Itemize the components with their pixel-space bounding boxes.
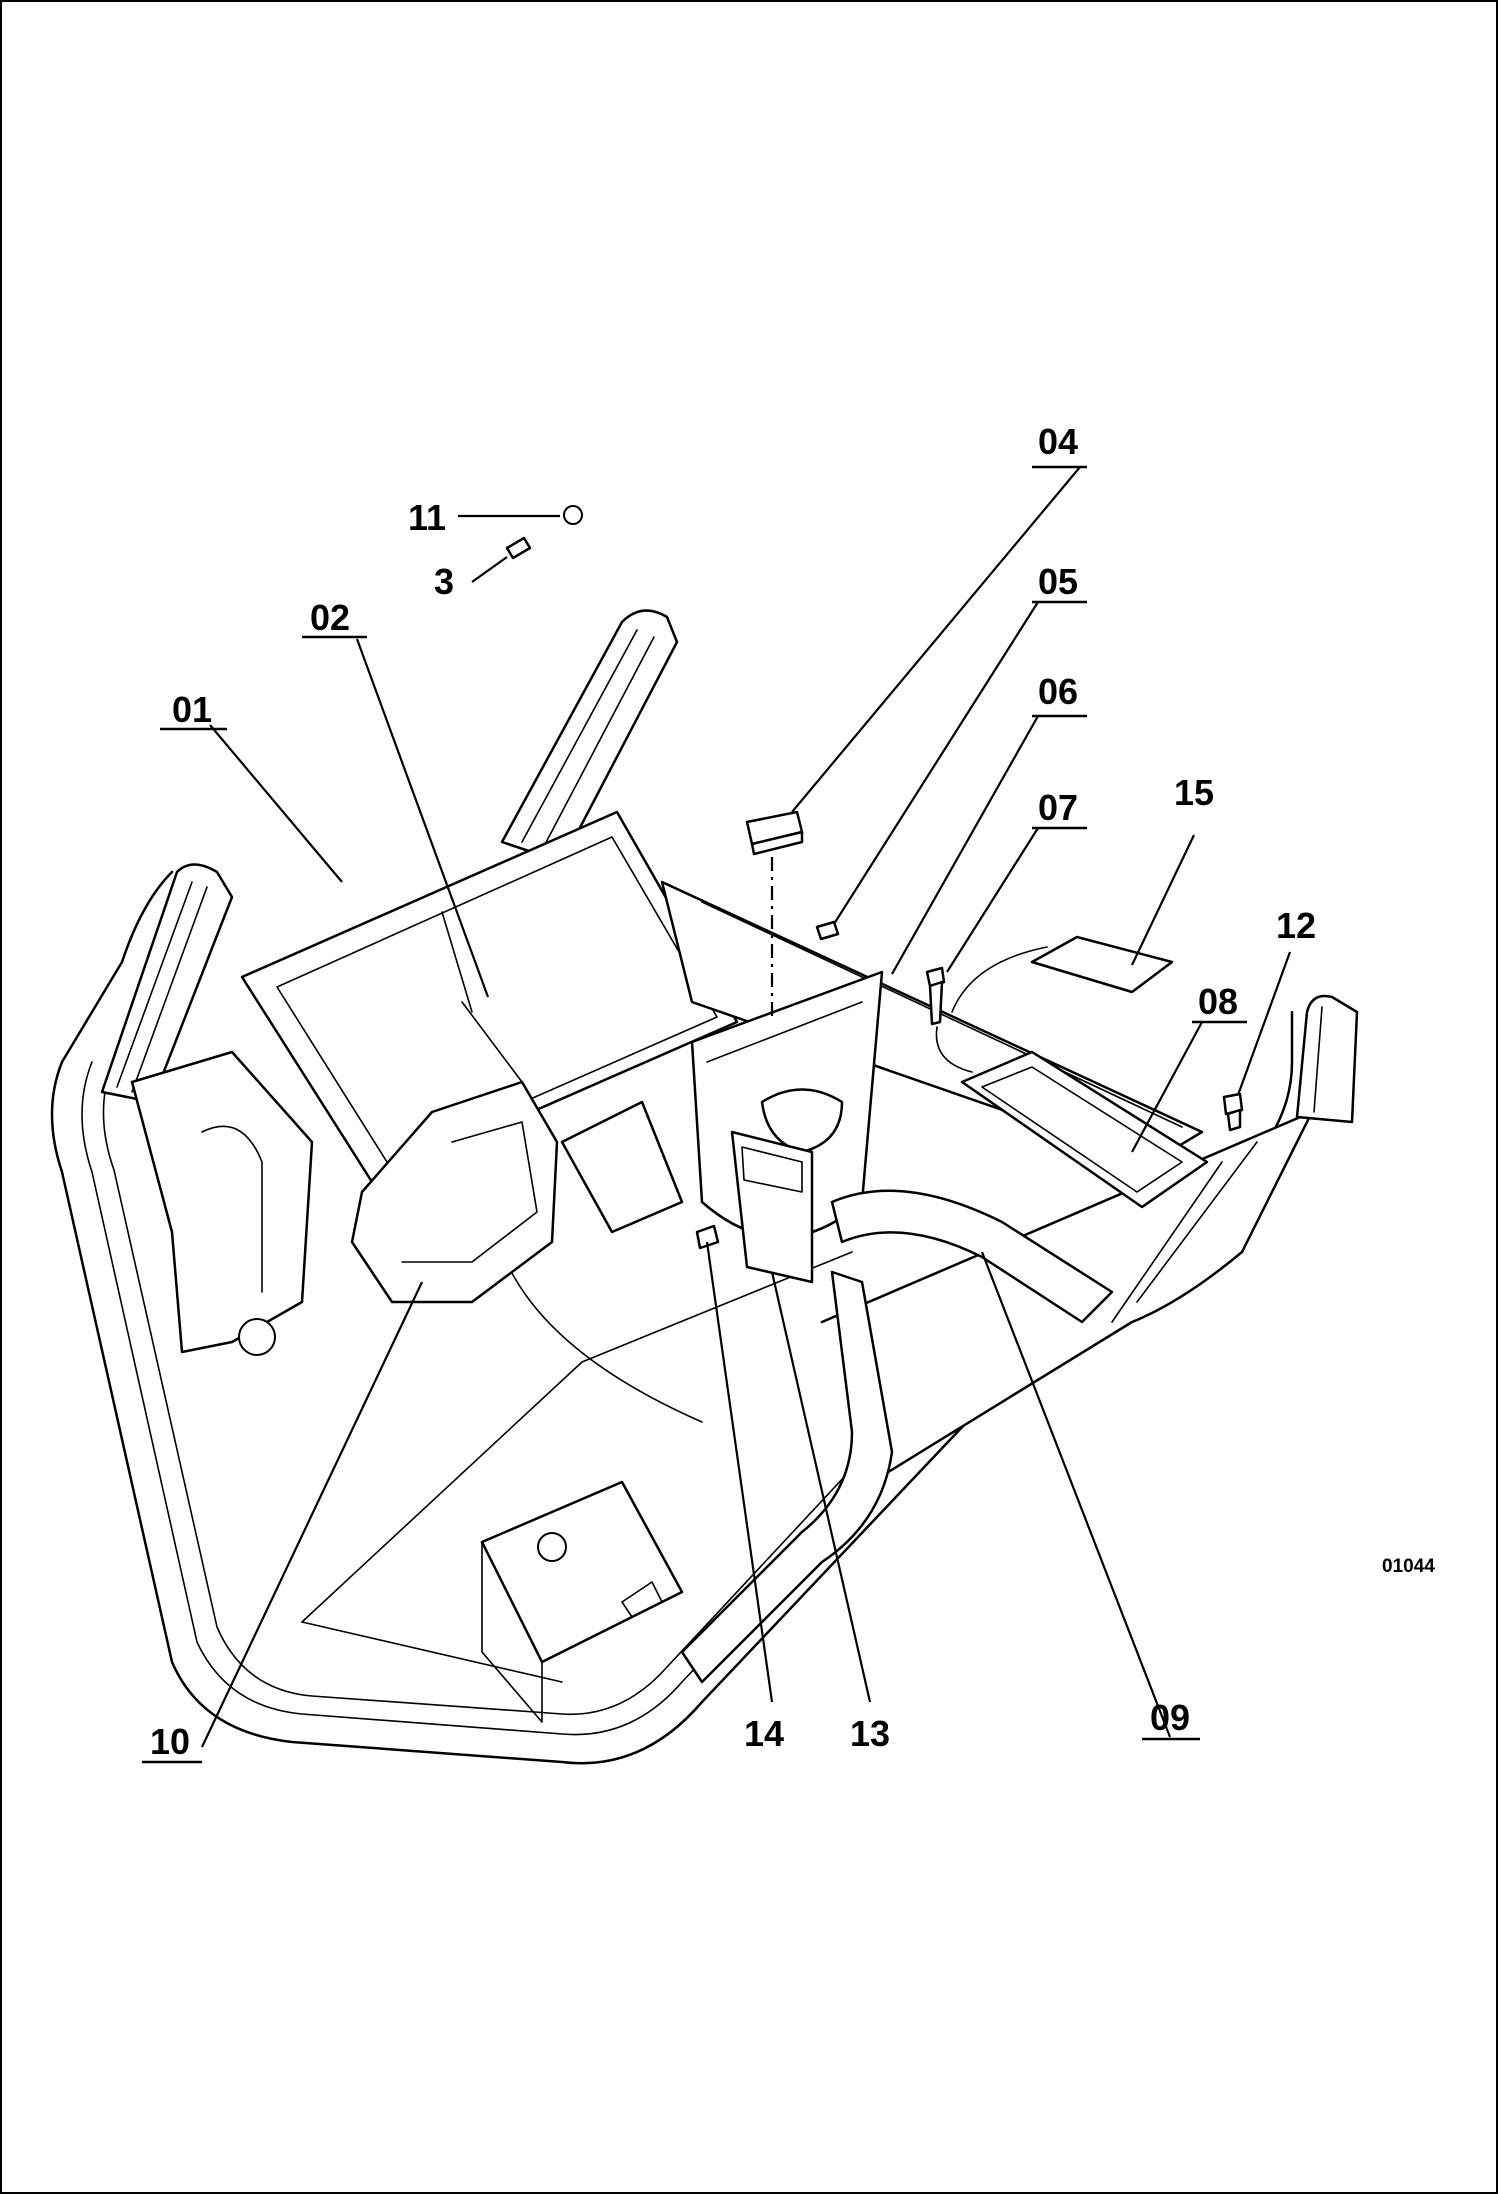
part-07-screw: [925, 966, 946, 1026]
callout-13: 13: [850, 1713, 890, 1754]
left-side-console: [130, 1050, 684, 1356]
callout-14: 14: [744, 1713, 784, 1754]
wiring-loop-2: [935, 1026, 973, 1073]
part-05-clip: [815, 920, 840, 941]
callout-06: 06: [1038, 671, 1078, 712]
rear-pillar: [500, 609, 679, 864]
part-11-nut: [563, 505, 583, 525]
part-13-cover-panel: [730, 1130, 814, 1284]
callout-labels: 01 02 3 04 05 06 07 08 09 10 11 12 13 14…: [142, 421, 1316, 1764]
leader-lines: [201, 466, 1292, 1748]
left-front-pillar: [100, 863, 234, 1104]
callout-09: 09: [1150, 1697, 1190, 1738]
callout-04: 04: [1038, 421, 1078, 462]
callout-02: 02: [310, 597, 350, 638]
part-03-screw: [505, 536, 532, 560]
floor-storage-box: [480, 1480, 684, 1723]
callout-12: 12: [1276, 905, 1316, 946]
part-04-cap: [745, 810, 804, 856]
rear-window-frame: [240, 810, 739, 1184]
side-armrest-tube: [680, 1189, 1114, 1684]
callout-05: 05: [1038, 561, 1078, 602]
callout-07: 07: [1038, 787, 1078, 828]
part-15-label: [1030, 935, 1174, 994]
right-rear-pillar: [1295, 994, 1359, 1124]
callout-01: 01: [172, 689, 212, 730]
part-14-bolt: [695, 1224, 720, 1250]
callout-11: 11: [408, 497, 446, 538]
callout-08: 08: [1198, 981, 1238, 1022]
callout-03: 3: [434, 561, 454, 602]
drawing-number: 01044: [1382, 1556, 1435, 1577]
callout-10: 10: [150, 1721, 190, 1762]
part-12-bolt: [1222, 1092, 1244, 1132]
callout-15: 15: [1174, 772, 1214, 813]
wiring-loop: [951, 946, 1048, 1013]
